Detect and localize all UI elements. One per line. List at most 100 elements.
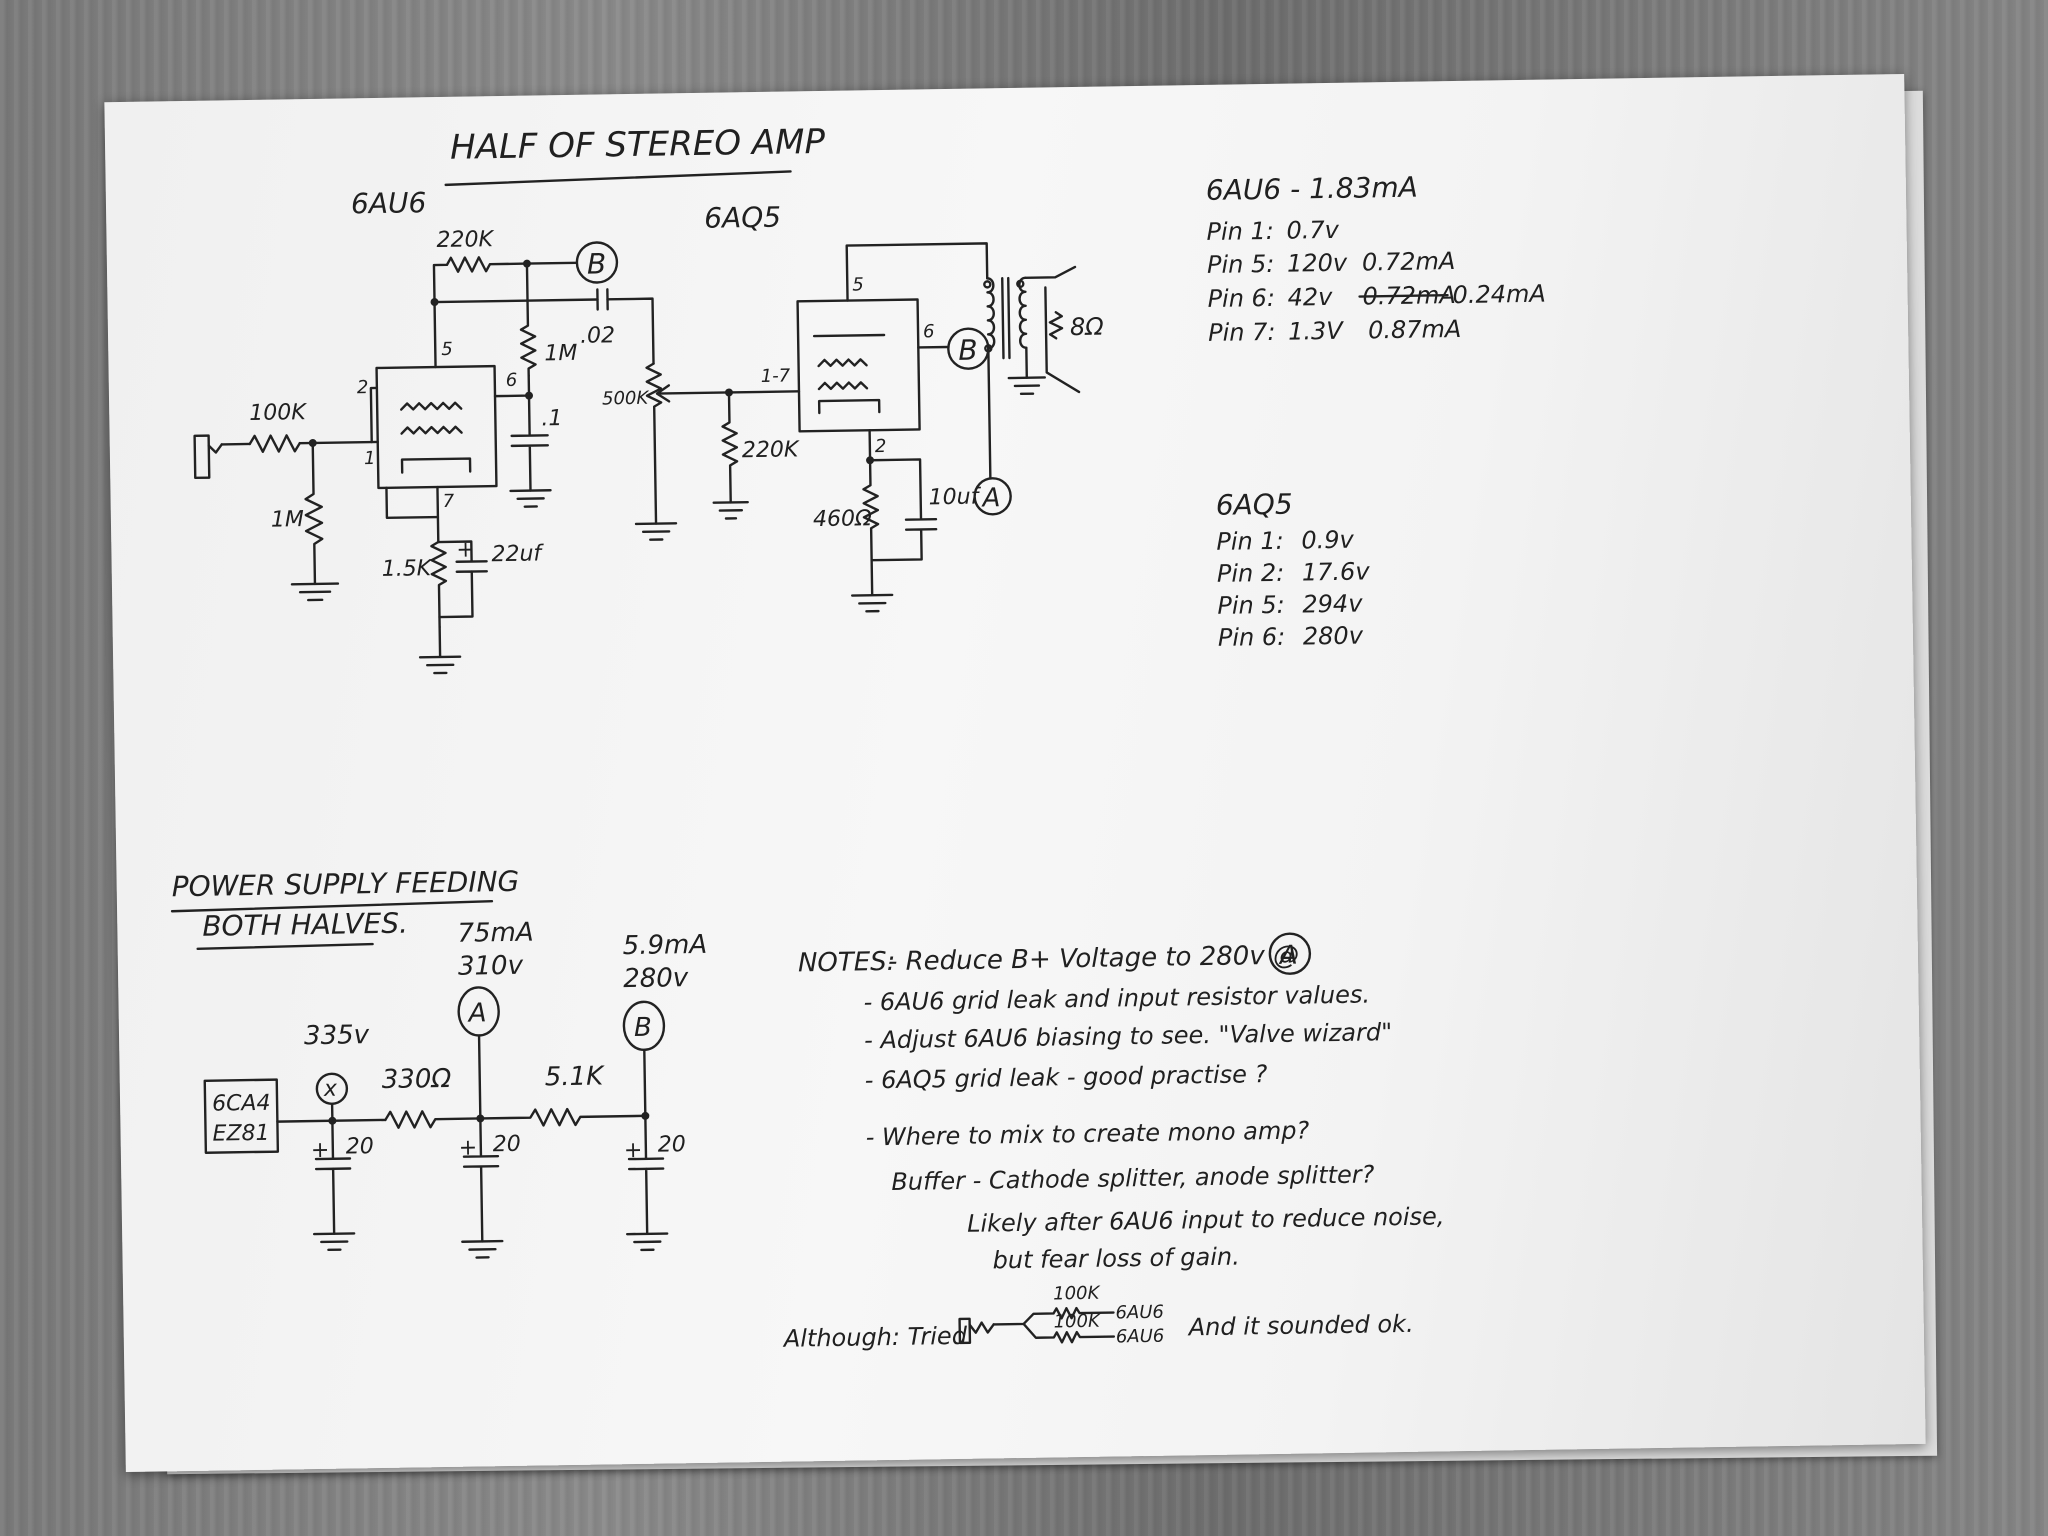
filter-cap-1-symbol xyxy=(314,1119,352,1235)
meas-t1-volt: 42v xyxy=(1287,283,1333,312)
node-b-voltage: 280v xyxy=(623,963,689,994)
screen-cap-symbol xyxy=(510,394,549,492)
screen-resistor-symbol xyxy=(519,262,537,377)
notes-line: - 6AQ5 grid leak - good practise ? xyxy=(865,1060,1268,1094)
input-jack-tip xyxy=(207,443,223,454)
meas-t1-pin: Pin 1: xyxy=(1206,217,1274,246)
tube1-pin1: 1 xyxy=(364,448,376,469)
pot-wiper xyxy=(655,384,731,403)
tube1-label: 6AU6 xyxy=(351,186,427,220)
mini-resistor-a-label: 100K xyxy=(1053,1283,1101,1305)
tube1-grid1 xyxy=(400,401,463,411)
rectifier-box xyxy=(203,1078,280,1154)
notes-node-a-label: A xyxy=(1278,941,1298,971)
ground-icon xyxy=(509,489,552,508)
cathode-cap-label: 22uf xyxy=(491,541,544,567)
mini-dest-b: 6AU6 xyxy=(1116,1326,1165,1348)
mini-resistor-b xyxy=(1022,1322,1116,1344)
notes-line: Buffer - Cathode splitter, anode splitte… xyxy=(891,1160,1375,1196)
supply-resistor-1-label: 330Ω xyxy=(382,1064,452,1095)
tube1-pin2: 2 xyxy=(357,377,369,398)
ground-icon xyxy=(1007,376,1046,396)
schematic-drawing: HALF OF STEREO AMP 6AU6 100K 1M 2 1 7 5 xyxy=(170,122,1546,1353)
rectifier-voltage: 335v xyxy=(304,1020,370,1051)
plate-resistor-label: 220K xyxy=(436,227,494,253)
cathode-cap-symbol xyxy=(437,540,488,619)
node-b-marker xyxy=(575,241,619,284)
supply-resistor-1-symbol xyxy=(384,1110,482,1129)
tube2-grid1 xyxy=(817,358,868,368)
amp-title-underline xyxy=(444,170,792,187)
coupling-cap-symbol xyxy=(596,288,609,311)
ground-icon xyxy=(312,1232,356,1252)
tube2-pin2: 2 xyxy=(875,436,887,457)
filter-cap-2-symbol xyxy=(462,1117,500,1243)
measurements-6au6: 6AU6 - 1.83mA Pin 1: 0.7v Pin 5: 120v 0.… xyxy=(1206,171,1546,347)
cathode2-cap-label: 10uf xyxy=(928,484,981,510)
node-a-voltage: 310v xyxy=(458,951,524,982)
meas-t1-pin: Pin 6: xyxy=(1207,284,1275,313)
meas-t2-volt: 0.9v xyxy=(1301,526,1355,555)
meas-t2-pin: Pin 5: xyxy=(1217,591,1285,620)
filter-cap-3-plus: + xyxy=(624,1138,643,1163)
tube2-pin6: 6 xyxy=(923,321,935,342)
ground-icon xyxy=(850,559,894,613)
amp-title: HALF OF STEREO AMP xyxy=(444,122,826,187)
input-resistor-symbol xyxy=(248,434,301,453)
filter-cap-1-label: 20 xyxy=(346,1134,374,1159)
meas-t1-volt: 0.7v xyxy=(1286,216,1340,245)
meas-t1-pin: Pin 7: xyxy=(1208,318,1276,347)
meas-t1-volt: 120v xyxy=(1287,249,1348,278)
ground-icon xyxy=(418,625,462,675)
meas-t1-amps: 0.87mA xyxy=(1368,315,1462,344)
notes-line: - Adjust 6AU6 biasing to see. "Valve wiz… xyxy=(864,1018,1392,1054)
transformer-secondary xyxy=(1018,276,1028,349)
input-resistor-label: 100K xyxy=(249,400,307,426)
meas-t1-amps: 0.72mA xyxy=(1362,247,1456,276)
screen-cap-label: .1 xyxy=(541,406,562,431)
meas-t1-amps: 0.24mA xyxy=(1452,280,1546,309)
amp-title-text: HALF OF STEREO AMP xyxy=(450,122,826,168)
cathode2-resistor-symbol xyxy=(862,459,880,562)
screen-resistor-label: 1M xyxy=(544,341,577,367)
transformer-primary xyxy=(986,277,996,350)
node-b-label: B xyxy=(587,247,607,280)
stage-6aq5: 6AQ5 5 6 B 2 460Ω 10uf 8Ω xyxy=(704,201,1104,613)
notes-line: Likely after 6AU6 input to reduce noise, xyxy=(967,1202,1445,1237)
meas-t1-pin: Pin 5: xyxy=(1207,250,1275,279)
coupling-cap-label: .02 xyxy=(580,323,615,349)
filter-cap-1-plus: + xyxy=(311,1138,330,1163)
meas-t2-volt: 280v xyxy=(1303,622,1364,651)
meas-t2-header: 6AQ5 xyxy=(1216,488,1293,522)
power-supply: POWER SUPPLY FEEDING BOTH HALVES. 6CA4 E… xyxy=(170,865,707,1259)
meas-t2-pin: Pin 6: xyxy=(1218,623,1286,652)
supply-node-b-label: B xyxy=(634,1013,652,1043)
notes-line: but fear loss of gain. xyxy=(992,1243,1240,1275)
tube2-label: 6AQ5 xyxy=(704,201,781,235)
tube2-body xyxy=(796,298,921,433)
node-b-label-2: B xyxy=(958,334,978,367)
volume-pot-symbol xyxy=(645,362,663,525)
mini-dest-a: 6AU6 xyxy=(1115,1302,1164,1324)
measure-point-x-label: x xyxy=(323,1077,338,1102)
ground-icon xyxy=(461,1239,504,1259)
supply-node-a-label: A xyxy=(466,998,486,1028)
ground-icon xyxy=(634,522,678,541)
node-a-current: 75mA xyxy=(457,918,534,949)
cathode2-cap-symbol xyxy=(868,458,938,562)
measurements-6aq5: 6AQ5 Pin 1: 0.9v Pin 2: 17.6v Pin 5: 294… xyxy=(1216,488,1371,652)
tube1-grid2 xyxy=(400,425,463,435)
filter-cap-2-label: 20 xyxy=(493,1132,521,1157)
node-a-marker xyxy=(973,477,1012,516)
tube2-pin5: 5 xyxy=(852,274,864,295)
volume-pot-label: 500K xyxy=(602,388,650,410)
grid-resistor-symbol xyxy=(304,441,324,586)
tube1-cathode xyxy=(400,457,472,474)
speaker-load-symbol xyxy=(1048,311,1064,340)
grid-leak-resistor-symbol xyxy=(721,391,739,504)
filter-cap-2-plus: + xyxy=(459,1135,478,1160)
supply-title-line1: POWER SUPPLY FEEDING xyxy=(171,865,519,903)
notes-line: - 6AU6 grid leak and input resistor valu… xyxy=(863,980,1370,1016)
tube2-pin17: 1-7 xyxy=(761,365,791,386)
node-b-current: 5.9mA xyxy=(622,930,707,961)
